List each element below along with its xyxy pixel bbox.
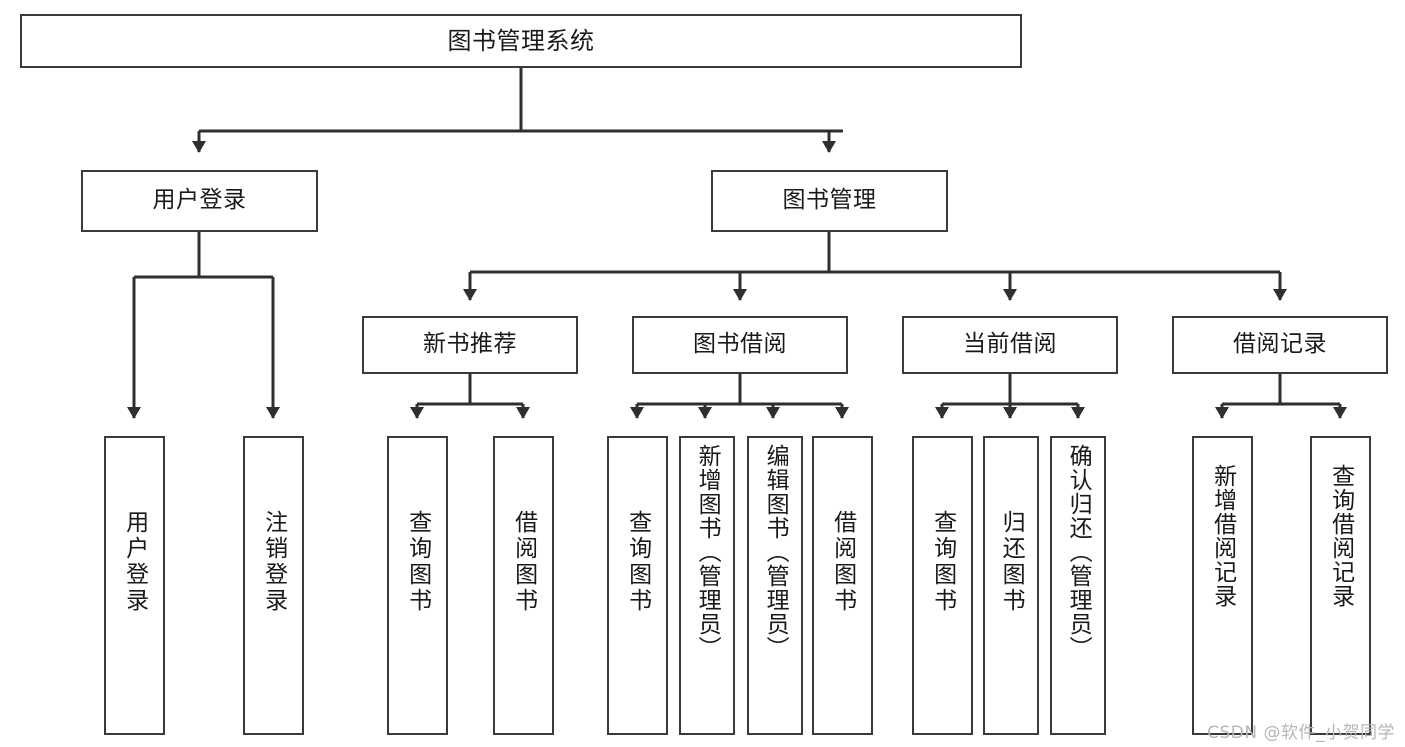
node-leaf-confirm-return[interactable]: 确认归还（管理员）	[1050, 436, 1106, 735]
node-current-borrow-label: 当前借阅	[963, 331, 1057, 358]
node-leaf-add-borrow-record-label: 新增借阅记录	[1209, 464, 1236, 608]
node-current-borrow[interactable]: 当前借阅	[902, 316, 1118, 374]
node-leaf-borrow-book-borrow-label: 借阅图书	[829, 510, 856, 614]
node-book-manage[interactable]: 图书管理	[711, 170, 948, 232]
node-leaf-return-book[interactable]: 归还图书	[983, 436, 1039, 735]
node-leaf-return-book-label: 归还图书	[998, 510, 1025, 614]
node-user-login-label: 用户登录	[152, 187, 247, 214]
node-leaf-add-book[interactable]: 新增图书（管理员）	[679, 436, 735, 735]
node-leaf-borrow-book-borrow[interactable]: 借阅图书	[812, 436, 873, 735]
node-leaf-query-book-recommend[interactable]: 查询图书	[387, 436, 448, 735]
node-leaf-query-borrow-record[interactable]: 查询借阅记录	[1310, 436, 1371, 735]
node-root[interactable]: 图书管理系统	[20, 14, 1022, 68]
node-user-login[interactable]: 用户登录	[81, 170, 318, 232]
node-leaf-user-logout[interactable]: 注销登录	[243, 436, 304, 735]
node-leaf-user-logout-label: 注销登录	[260, 510, 287, 614]
node-leaf-confirm-return-label: 确认归还（管理员）	[1065, 444, 1092, 660]
node-book-borrow[interactable]: 图书借阅	[632, 316, 848, 374]
node-leaf-query-book-borrow-label: 查询图书	[624, 510, 651, 614]
node-leaf-edit-book-label: 编辑图书（管理员）	[762, 444, 789, 660]
node-leaf-user-login[interactable]: 用户登录	[104, 436, 165, 735]
node-leaf-borrow-book-recommend-label: 借阅图书	[510, 510, 537, 614]
node-book-borrow-label: 图书借阅	[693, 331, 787, 358]
node-borrow-record[interactable]: 借阅记录	[1172, 316, 1388, 374]
node-leaf-add-borrow-record[interactable]: 新增借阅记录	[1192, 436, 1253, 735]
node-book-manage-label: 图书管理	[782, 187, 877, 214]
node-new-book-recommend-label: 新书推荐	[423, 331, 517, 358]
node-root-label: 图书管理系统	[447, 26, 595, 55]
node-leaf-query-book-borrow[interactable]: 查询图书	[607, 436, 668, 735]
node-borrow-record-label: 借阅记录	[1233, 331, 1327, 358]
node-leaf-borrow-book-recommend[interactable]: 借阅图书	[493, 436, 554, 735]
node-leaf-query-book-current[interactable]: 查询图书	[912, 436, 973, 735]
node-leaf-user-login-label: 用户登录	[121, 510, 148, 614]
node-leaf-query-book-current-label: 查询图书	[929, 510, 956, 614]
node-new-book-recommend[interactable]: 新书推荐	[362, 316, 578, 374]
node-leaf-add-book-label: 新增图书（管理员）	[694, 444, 721, 660]
node-leaf-query-book-recommend-label: 查询图书	[404, 510, 431, 614]
node-leaf-edit-book[interactable]: 编辑图书（管理员）	[747, 436, 803, 735]
node-leaf-query-borrow-record-label: 查询借阅记录	[1327, 464, 1354, 608]
